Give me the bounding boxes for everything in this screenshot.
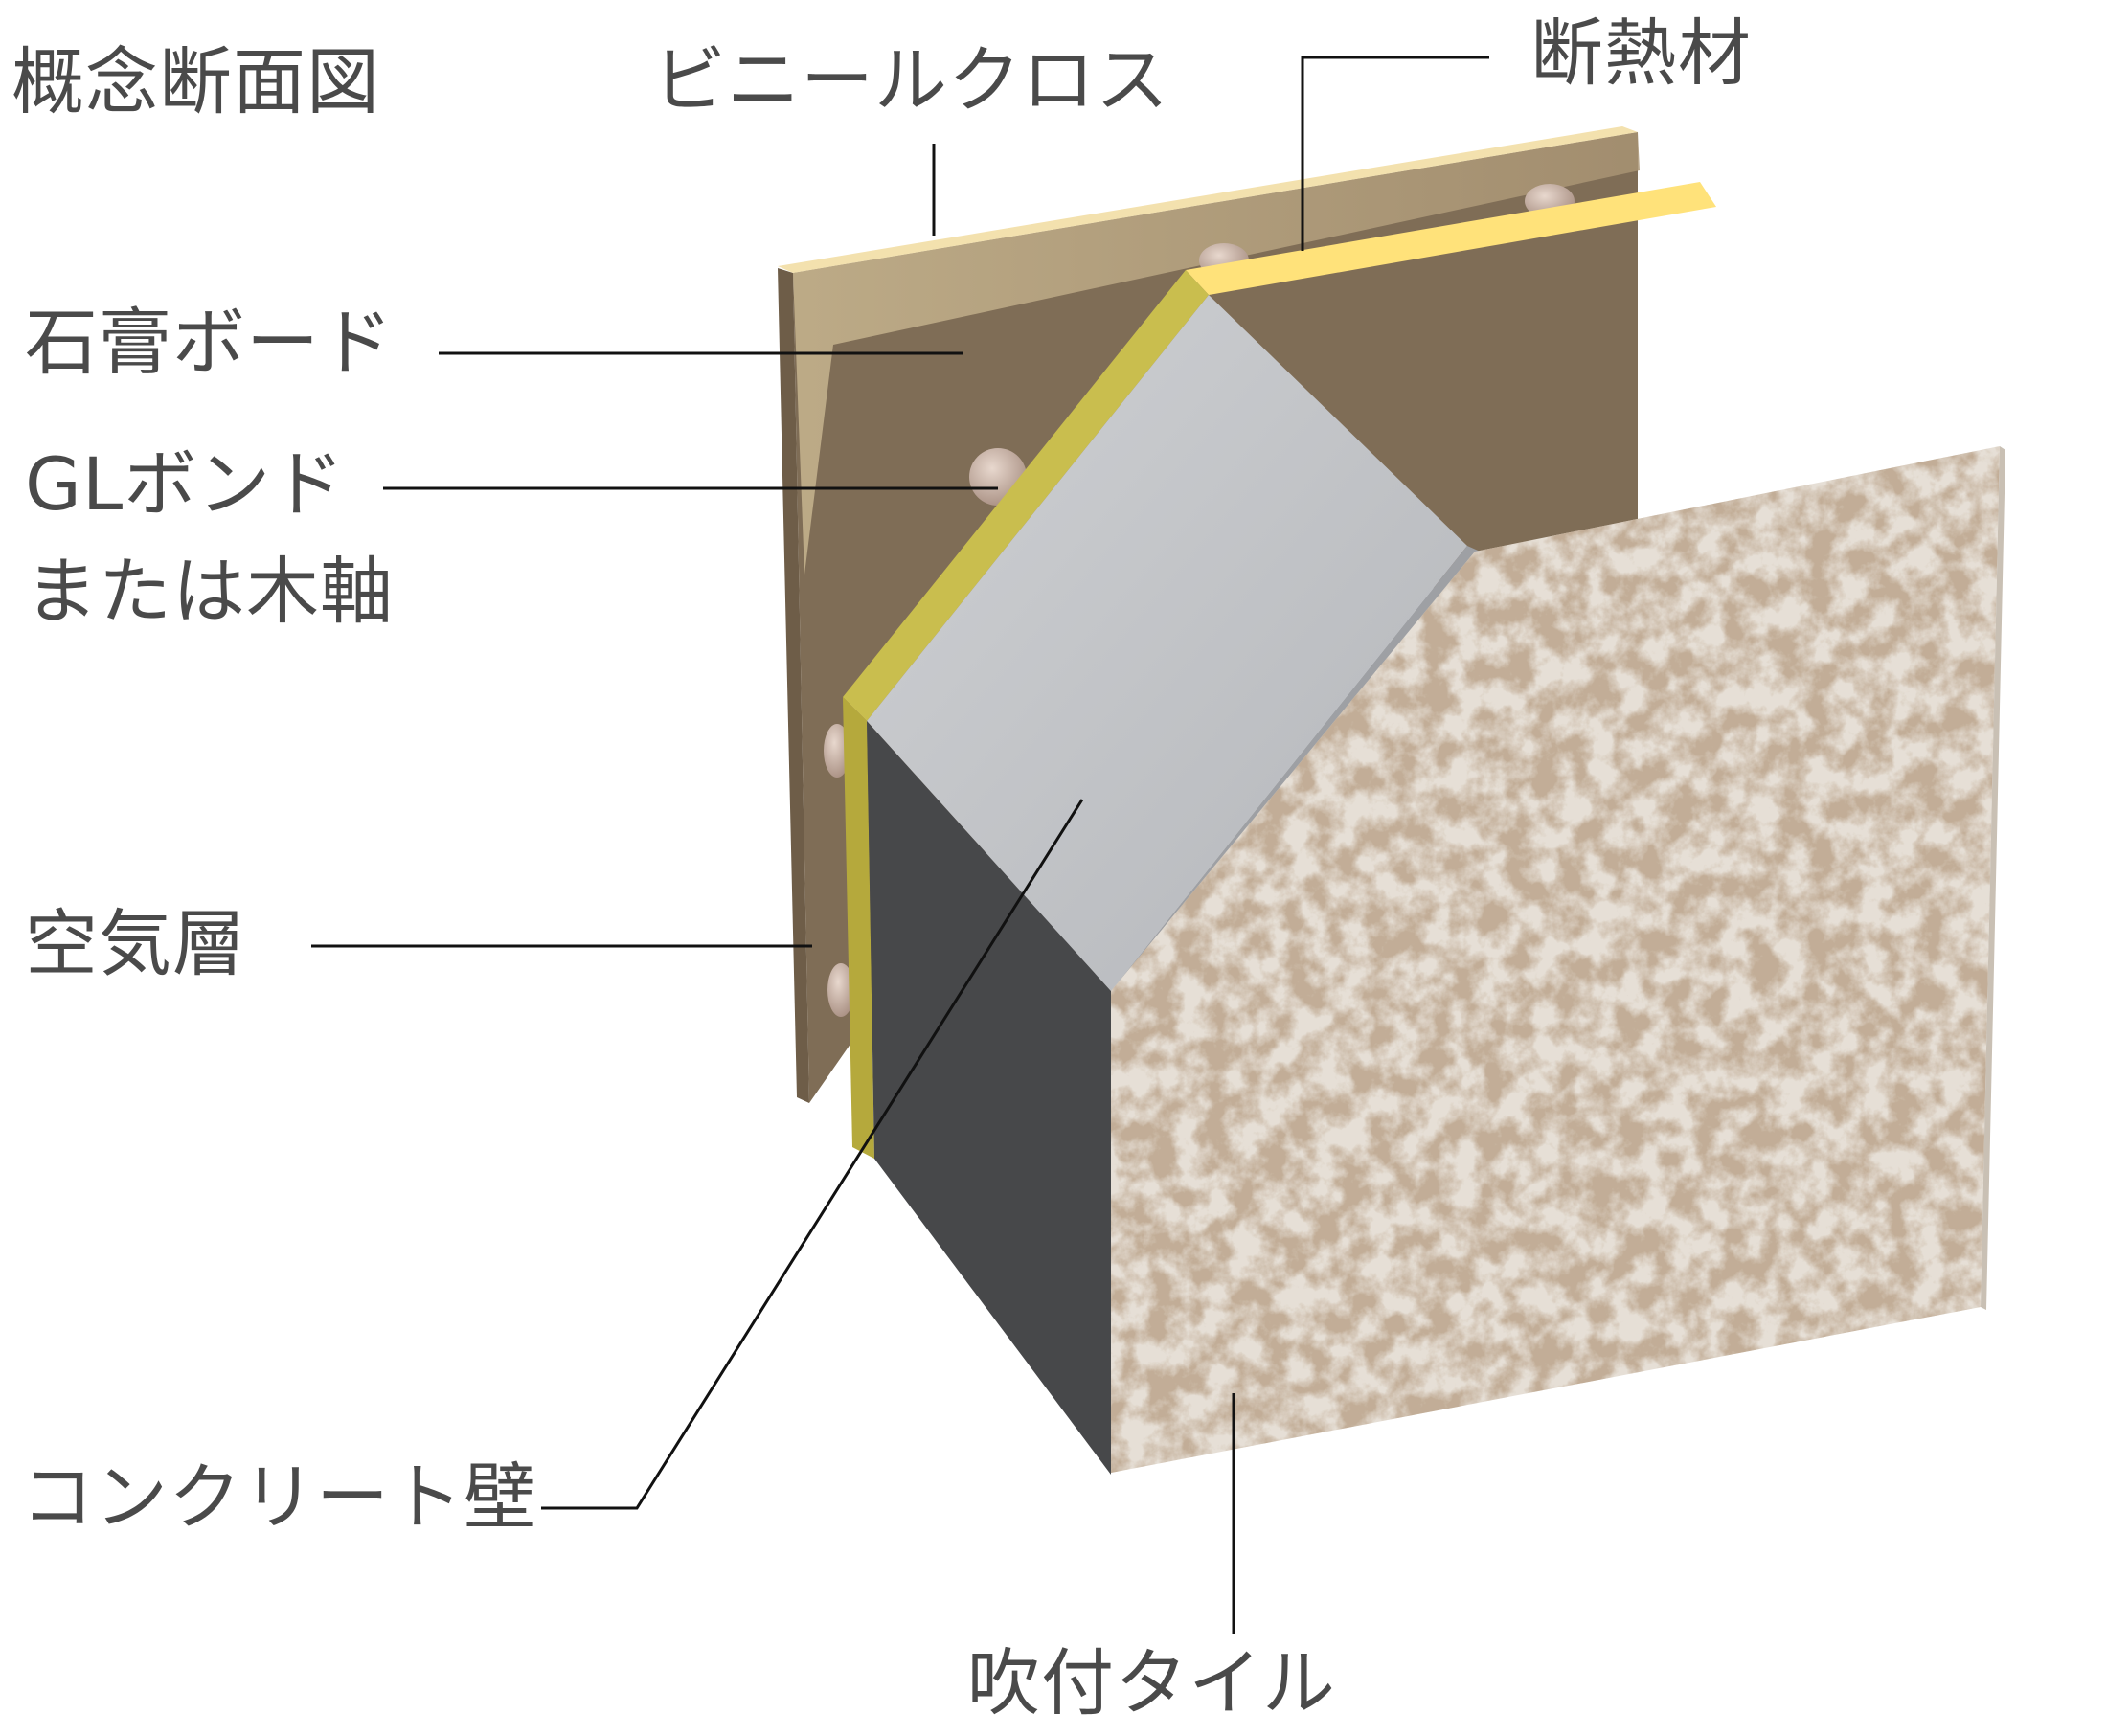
insulation-diagonal-face bbox=[843, 270, 1209, 721]
gypsum-board-side bbox=[778, 268, 809, 1103]
leader-line-concrete-wall bbox=[541, 799, 1084, 1510]
gl-bond-dab bbox=[827, 963, 854, 1017]
insulation-side-strip bbox=[843, 697, 874, 1159]
label-concrete-wall: コンクリート壁 bbox=[21, 1454, 537, 1540]
label-sprayed-tile: 吹付タイル bbox=[967, 1640, 1336, 1725]
vinyl-cloth-edge bbox=[778, 126, 1638, 273]
label-gypsum-board: 石膏ボード bbox=[25, 300, 394, 385]
label-vinyl-cloth: ビニールクロス bbox=[653, 37, 1169, 123]
leader-lines bbox=[311, 56, 1489, 1634]
label-wood-frame: または木軸 bbox=[25, 549, 394, 634]
label-insulation: 断熱材 bbox=[1530, 11, 1752, 96]
sprayed-tile bbox=[1111, 446, 2005, 1473]
sprayed-tile-speckle bbox=[1111, 446, 2000, 1473]
insulation-top-edge bbox=[1186, 182, 1716, 295]
insulation-layer bbox=[843, 182, 1716, 1159]
label-air-layer: 空気層 bbox=[25, 901, 246, 986]
leader-line-insulation bbox=[1301, 56, 1489, 251]
gypsum-board-top-face bbox=[793, 132, 1640, 575]
sprayed-tile-edge bbox=[1981, 446, 2005, 1310]
concrete-wall-face bbox=[867, 295, 1467, 991]
label-gl-bond: GLボンド bbox=[25, 441, 346, 527]
diagram-title: 概念断面図 bbox=[11, 39, 380, 124]
concrete-wall-side bbox=[867, 721, 1111, 1475]
